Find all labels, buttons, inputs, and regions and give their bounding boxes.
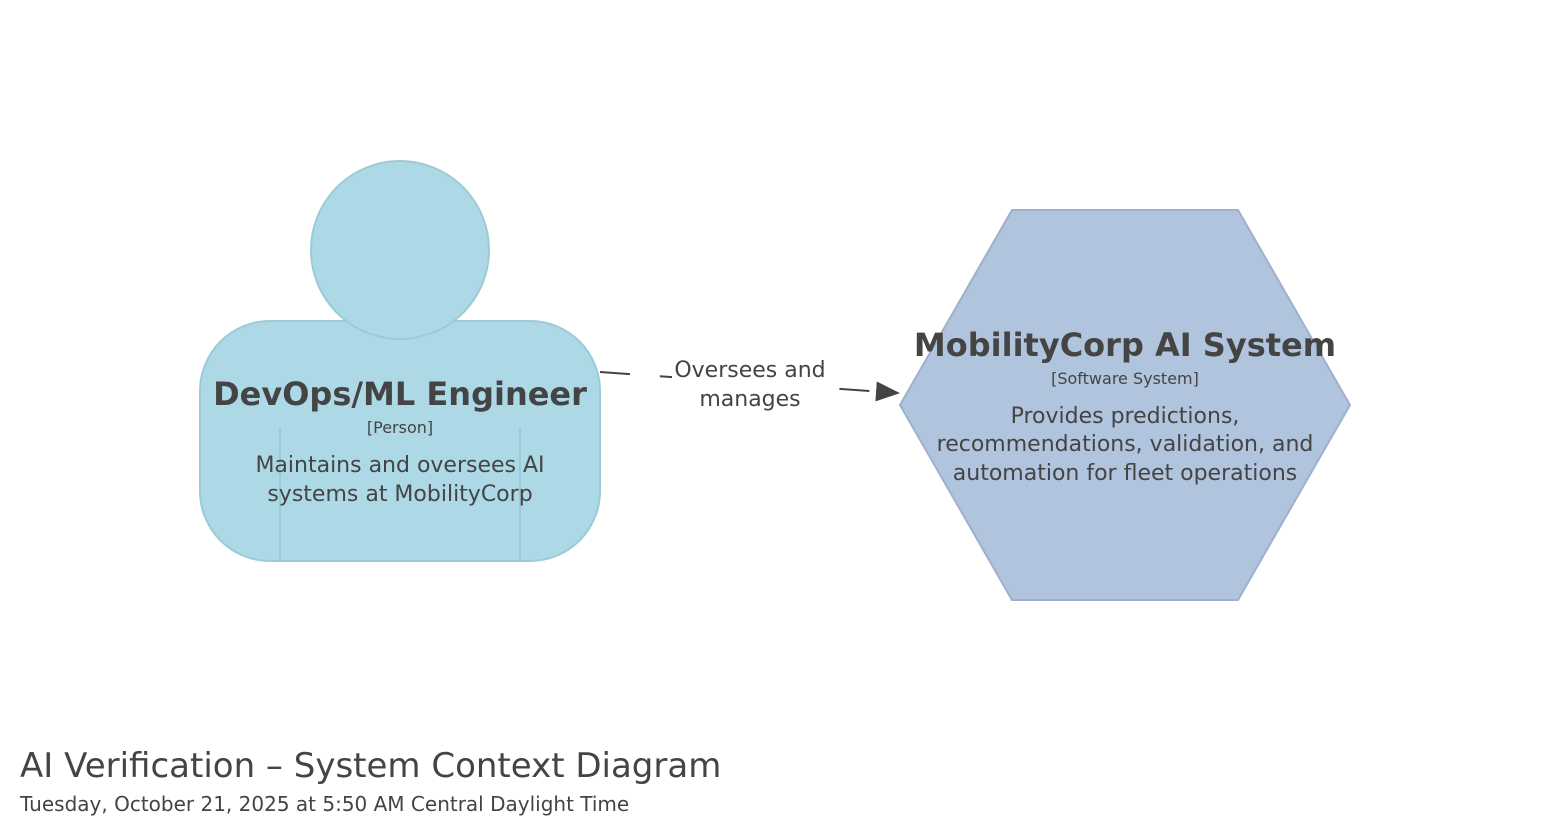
relationship-label-line-2: manages (699, 387, 800, 412)
person-element[interactable]: DevOps/ML Engineer [Person] Maintains an… (199, 160, 601, 562)
person-head (310, 160, 490, 340)
software-system-description-line-2: recommendations, validation, and (937, 432, 1314, 457)
person-description-line-1: Maintains and oversees AI (255, 453, 544, 478)
software-system-description-line-1: Provides predictions, (1011, 404, 1240, 429)
diagram-title: AI Verification – System Context Diagram (20, 746, 722, 786)
relationship-edge[interactable]: Oversees and manages (599, 352, 900, 414)
diagram-timestamp: Tuesday, October 21, 2025 at 5:50 AM Cen… (20, 792, 630, 816)
person-description-line-2: systems at MobilityCorp (267, 482, 532, 507)
person-name: DevOps/ML Engineer (213, 375, 587, 413)
software-system-name: MobilityCorp AI System (914, 326, 1336, 364)
software-system-element[interactable]: MobilityCorp AI System [Software System]… (898, 209, 1352, 601)
software-system-description-line-3: automation for fleet operations (953, 461, 1297, 486)
person-type: [Person] (367, 418, 433, 437)
relationship-label-background (672, 352, 828, 414)
software-system-type: [Software System] (1051, 369, 1199, 388)
software-system-hexagon (898, 209, 1352, 601)
person-body (199, 320, 601, 562)
diagram-footer: AI Verification – System Context Diagram… (20, 742, 721, 818)
relationship-label-line-1: Oversees and (674, 358, 825, 383)
